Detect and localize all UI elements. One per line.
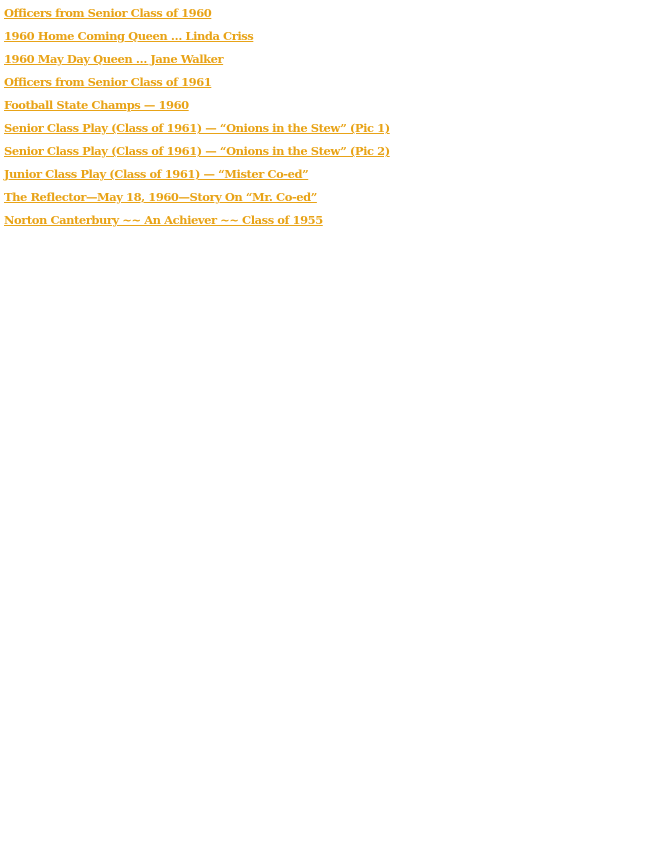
link-officers-1960[interactable]: Officers from Senior Class of 1960 <box>4 6 212 20</box>
link-football-state-champs[interactable]: Football State Champs — 1960 <box>4 98 189 112</box>
link-list: Officers from Senior Class of 1960 1960 … <box>4 5 390 235</box>
list-item: Officers from Senior Class of 1960 <box>4 5 390 28</box>
list-item: Football State Champs — 1960 <box>4 97 390 120</box>
link-reflector-story[interactable]: The Reflector—May 18, 1960—Story On “Mr.… <box>4 190 317 204</box>
list-item: Senior Class Play (Class of 1961) — “Oni… <box>4 143 390 166</box>
link-norton-canterbury[interactable]: Norton Canterbury ~~ An Achiever ~~ Clas… <box>4 213 323 227</box>
link-officers-1961[interactable]: Officers from Senior Class of 1961 <box>4 75 212 89</box>
link-senior-play-pic2[interactable]: Senior Class Play (Class of 1961) — “Oni… <box>4 144 390 158</box>
link-senior-play-pic1[interactable]: Senior Class Play (Class of 1961) — “Oni… <box>4 121 390 135</box>
list-item: 1960 Home Coming Queen … Linda Criss <box>4 28 390 51</box>
list-item: The Reflector—May 18, 1960—Story On “Mr.… <box>4 189 390 212</box>
link-junior-play[interactable]: Junior Class Play (Class of 1961) — “Mis… <box>4 167 309 181</box>
list-item: Junior Class Play (Class of 1961) — “Mis… <box>4 166 390 189</box>
link-may-day-queen-1960[interactable]: 1960 May Day Queen … Jane Walker <box>4 52 224 66</box>
link-homecoming-queen-1960[interactable]: 1960 Home Coming Queen … Linda Criss <box>4 29 254 43</box>
list-item: Norton Canterbury ~~ An Achiever ~~ Clas… <box>4 212 390 235</box>
list-item: 1960 May Day Queen … Jane Walker <box>4 51 390 74</box>
list-item: Officers from Senior Class of 1961 <box>4 74 390 97</box>
list-item: Senior Class Play (Class of 1961) — “Oni… <box>4 120 390 143</box>
